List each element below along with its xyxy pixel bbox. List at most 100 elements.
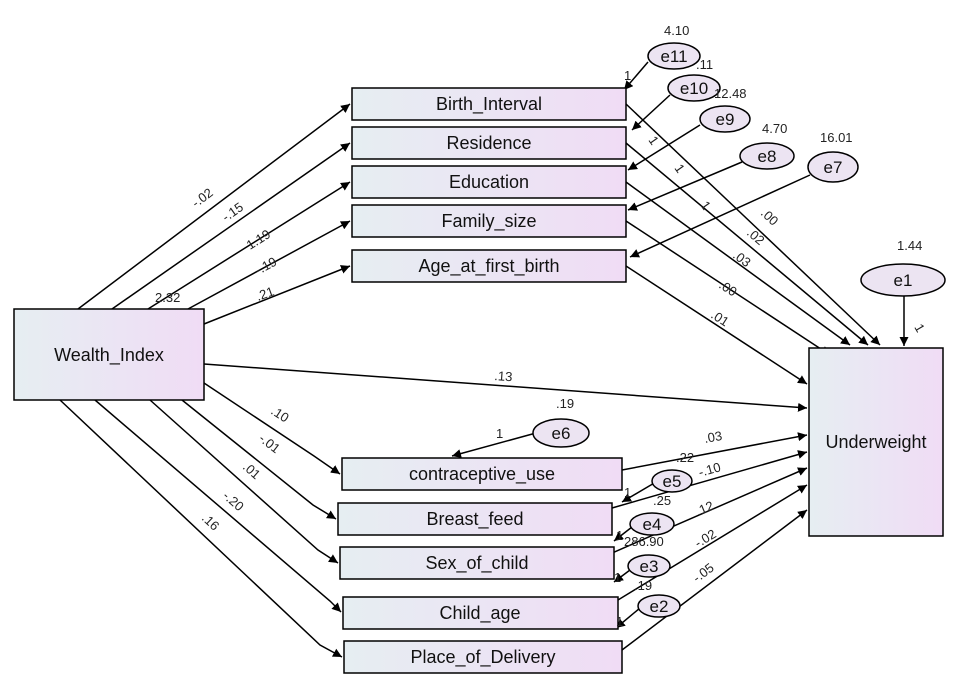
error-e1[interactable]: e1 [860, 263, 946, 297]
loading-e3: 1 [614, 570, 621, 585]
error-label: e10 [680, 79, 708, 98]
error-e4[interactable]: e4 [629, 512, 675, 536]
arrow-e9 [627, 124, 701, 171]
variance-e5: .22 [676, 450, 694, 465]
box-family-size[interactable]: Family_size [351, 204, 627, 238]
coef-wi-place: .16 [199, 510, 222, 533]
arrow-wi-underweight [203, 363, 808, 412]
arrow-wi-education [147, 181, 351, 310]
error-label: e1 [894, 271, 913, 290]
arrow-e11 [623, 61, 649, 91]
error-label: e6 [552, 424, 571, 443]
coef-edu-uw: .03 [730, 247, 753, 270]
coef-sex-uw: .12 [693, 498, 716, 519]
loading-e9: 1 [672, 161, 688, 176]
coef-wi-residence: -.15 [219, 199, 246, 224]
arrow-wi-age [203, 265, 351, 325]
box-label: Underweight [825, 432, 926, 452]
error-e3[interactable]: e3 [627, 554, 671, 578]
box-wealth-index[interactable]: Wealth_Index [13, 308, 205, 401]
coef-contra-uw: .03 [703, 428, 723, 446]
arrow-wi-place [59, 399, 343, 658]
error-label: e3 [640, 557, 659, 576]
box-breast-feed[interactable]: Breast_feed [337, 502, 613, 536]
coef-wi-education: 1.19 [244, 226, 273, 252]
coef-wi-family-intercept: 2.32 [155, 290, 180, 305]
coef-breast-uw: -.10 [697, 459, 723, 480]
box-residence[interactable]: Residence [351, 126, 627, 160]
arrow-edu-uw [625, 181, 851, 346]
arrow-e4 [613, 526, 633, 542]
box-place-of-delivery[interactable]: Place_of_Delivery [343, 640, 623, 674]
arrow-wi-breast [181, 399, 337, 520]
error-label: e5 [663, 472, 682, 491]
arrow-childage-uw [617, 484, 808, 601]
arrow-wi-childage [94, 399, 342, 613]
coef-wi-birth: -.02 [189, 185, 216, 210]
error-e10[interactable]: e10 [667, 74, 721, 102]
error-terms: e1 e6 e11 e10 e9 e8 e7 e5 [532, 42, 946, 618]
arrow-sex-uw [611, 467, 808, 554]
box-child-age[interactable]: Child_age [342, 596, 619, 630]
arrow-e6 [451, 432, 537, 458]
variable-boxes: Wealth_Index Birth_Interval Residence Ed… [13, 87, 944, 674]
error-e5[interactable]: e5 [651, 469, 693, 493]
box-birth-interval[interactable]: Birth_Interval [351, 87, 627, 121]
box-contraceptive-use[interactable]: contraceptive_use [341, 457, 623, 491]
box-label: contraceptive_use [409, 464, 555, 485]
box-label: Residence [446, 133, 531, 153]
coef-age-uw: .01 [708, 307, 731, 329]
error-e2[interactable]: e2 [637, 594, 681, 618]
loading-e6: 1 [496, 426, 503, 441]
box-education[interactable]: Education [351, 165, 627, 199]
box-label: Birth_Interval [436, 94, 542, 115]
box-label: Age_at_first_birth [418, 256, 559, 277]
arrow-e3 [613, 569, 631, 583]
error-label: e8 [758, 147, 777, 166]
error-label: e2 [650, 597, 669, 616]
loading-e11: 1 [624, 68, 631, 83]
error-label: e9 [716, 110, 735, 129]
error-e7[interactable]: e7 [807, 151, 859, 183]
arrow-e2 [615, 607, 641, 629]
loading-e5: 1 [624, 485, 631, 500]
connectors [59, 61, 909, 658]
coef-wi-family: -.19 [252, 254, 279, 278]
box-age-at-first-birth[interactable]: Age_at_first_birth [351, 249, 627, 283]
coef-wi-underweight: .13 [494, 368, 513, 384]
coef-childage-uw: -.02 [692, 526, 719, 550]
box-underweight[interactable]: Underweight [808, 347, 944, 537]
arrow-wi-contraceptive [203, 382, 341, 475]
box-label: Wealth_Index [54, 345, 164, 366]
variance-e3: 286.90 [624, 534, 664, 549]
arrow-wi-family [187, 220, 351, 310]
arrow-res-uw [625, 142, 869, 346]
variance-e10: .11 [696, 57, 713, 72]
error-e9[interactable]: e9 [699, 105, 751, 133]
error-e8[interactable]: e8 [739, 142, 795, 170]
arrow-e8 [627, 161, 743, 211]
error-label: e4 [643, 515, 662, 534]
arrow-wi-birth [77, 103, 351, 310]
coef-fam-uw: .00 [716, 277, 739, 299]
variance-e11: 4.10 [664, 23, 689, 38]
error-e6[interactable]: e6 [532, 418, 590, 448]
box-label: Place_of_Delivery [410, 647, 555, 668]
coef-birth-uw: .00 [758, 205, 781, 228]
loading-e1: 1 [911, 321, 928, 335]
arrow-age-uw [625, 265, 808, 385]
variance-e1: 1.44 [897, 238, 922, 253]
arrow-place-uw [621, 509, 808, 651]
variance-e7: 16.01 [820, 130, 853, 145]
box-label: Education [449, 172, 529, 192]
arrow-contra-uw [621, 432, 808, 471]
variance-e9: 12.48 [714, 86, 747, 101]
box-label: Sex_of_child [425, 553, 528, 574]
box-sex-of-child[interactable]: Sex_of_child [339, 546, 615, 580]
box-label: Family_size [441, 211, 536, 232]
variance-e2: .19 [634, 578, 652, 593]
error-e11[interactable]: e11 [647, 42, 701, 70]
variance-e8: 4.70 [762, 121, 787, 136]
variance-e6: .19 [556, 396, 574, 411]
loading-e10: 1 [646, 133, 662, 148]
